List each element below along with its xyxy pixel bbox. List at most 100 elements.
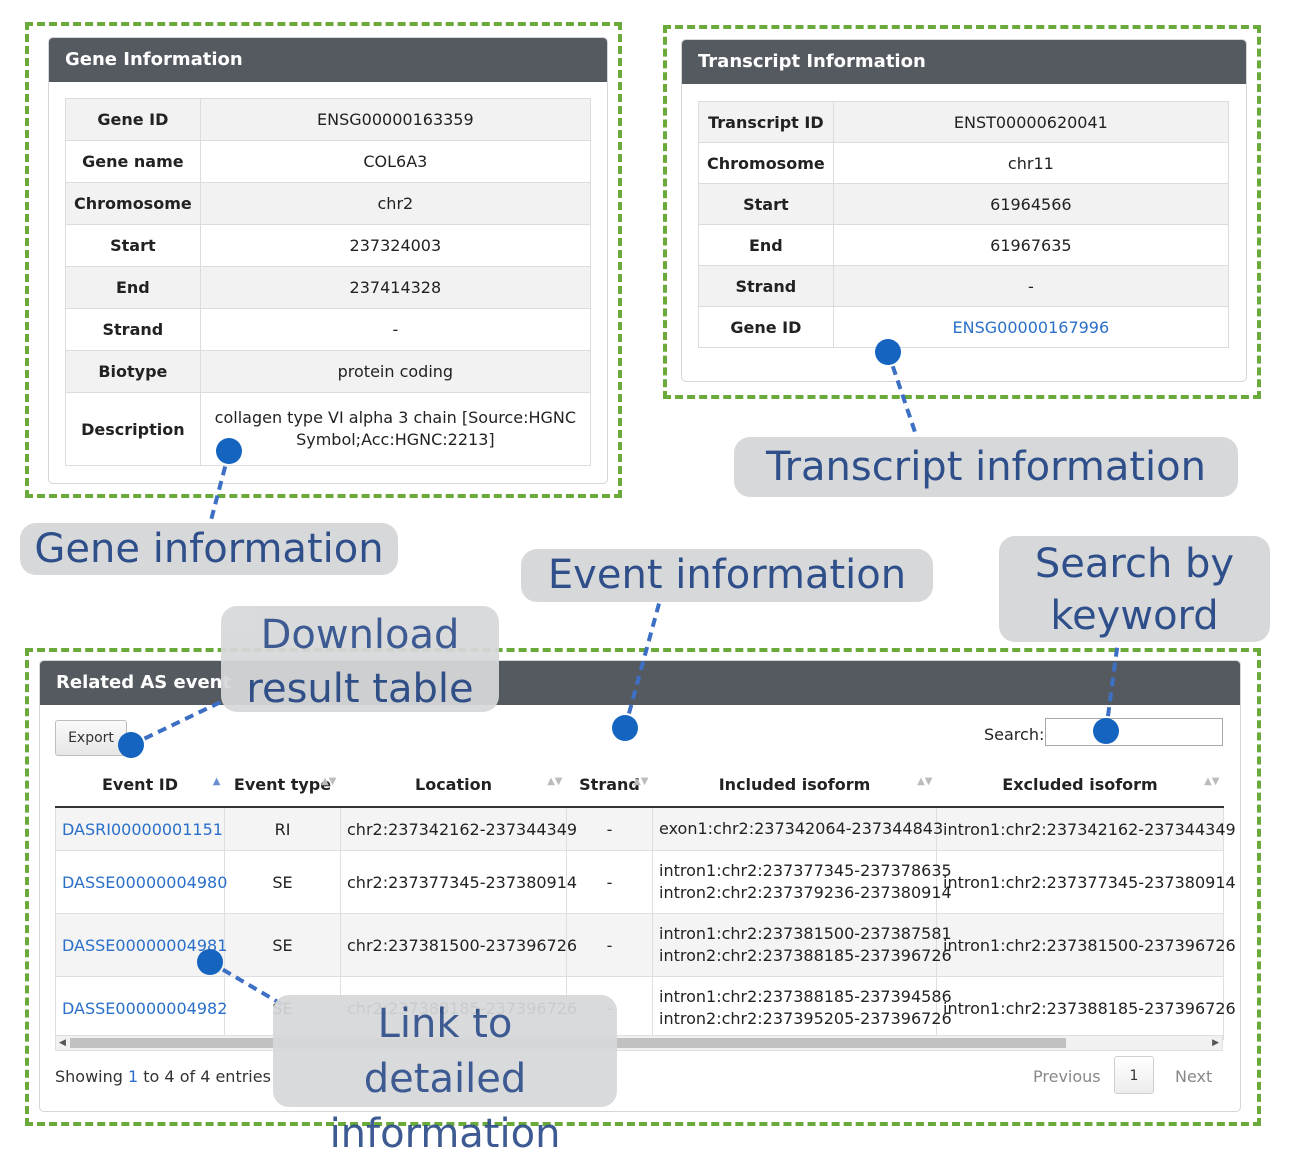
sort-icon: ▲▼ bbox=[917, 776, 933, 787]
transcript-info-value: 61967635 bbox=[832, 224, 1230, 266]
column-header[interactable]: Event type▲▼ bbox=[224, 762, 341, 808]
sort-icon: ▲▼ bbox=[547, 776, 563, 787]
sort-icon: ▲▼ bbox=[321, 776, 337, 787]
transcript-info-value: chr11 bbox=[832, 142, 1230, 184]
event-excluded-isoform-cell: intron1:chr2:237377345-237380914 bbox=[936, 850, 1236, 914]
scroll-right-icon[interactable]: ▶ bbox=[1212, 1038, 1219, 1048]
info-start: 1 bbox=[128, 1067, 139, 1086]
marker-dot-link bbox=[197, 949, 223, 975]
column-header-label: Included isoform bbox=[718, 774, 871, 794]
gene-info-value: - bbox=[199, 308, 592, 351]
callout-transcript-information: Transcript information bbox=[734, 437, 1238, 497]
event-included-isoform-cell: intron1:chr2:237388185-237394586 intron2:… bbox=[652, 976, 952, 1040]
pagination-current-page[interactable]: 1 bbox=[1114, 1056, 1154, 1094]
column-header[interactable]: Location▲▼ bbox=[340, 762, 567, 808]
event-strand-cell: - bbox=[566, 850, 653, 914]
sort-icon: ▲▼ bbox=[633, 776, 649, 787]
transcript-info-title: Transcript Information bbox=[682, 40, 1246, 84]
event-included-isoform-cell: exon1:chr2:237342064-237344843 bbox=[652, 806, 944, 851]
transcript-info-value: ENST00000620041 bbox=[832, 101, 1230, 143]
event-location-cell: chr2:237342162-237344349 bbox=[340, 806, 577, 851]
marker-dot-export bbox=[118, 732, 144, 758]
gene-info-row: Strand- bbox=[65, 308, 592, 351]
included-isoform-line: intron2:chr2:237388185-237396726 bbox=[659, 946, 952, 965]
gene-info-title: Gene Information bbox=[49, 38, 607, 82]
table-info: Showing 1 to 4 of 4 entries bbox=[55, 1067, 271, 1086]
pagination-next[interactable]: Next bbox=[1175, 1067, 1213, 1086]
sort-icon: ▲▼ bbox=[1204, 776, 1220, 787]
gene-info-key: Chromosome bbox=[65, 182, 201, 225]
transcript-info-key: Gene ID bbox=[698, 306, 834, 348]
event-id-cell: DASSE00000004982 bbox=[55, 976, 228, 1040]
column-header[interactable]: Excluded isoform ▲▼ bbox=[936, 762, 1224, 808]
included-isoform-line: intron2:chr2:237395205-237396726 bbox=[659, 1009, 952, 1028]
event-id-link[interactable]: DASRI00000001151 bbox=[62, 819, 223, 839]
event-id-link[interactable]: DASSE00000004981 bbox=[62, 935, 228, 955]
info-prefix: Showing bbox=[55, 1067, 128, 1086]
scroll-left-icon[interactable]: ◀ bbox=[59, 1038, 66, 1048]
callout-link-detailed-information: Link to detailed information bbox=[273, 995, 617, 1157]
marker-dot-gene bbox=[216, 438, 242, 464]
info-suffix: to 4 of 4 entries bbox=[138, 1067, 271, 1086]
marker-dot-transcript bbox=[875, 339, 901, 365]
event-location-cell: chr2:237381500-237396726 bbox=[340, 913, 577, 977]
included-isoform-line: intron1:chr2:237388185-237394586 bbox=[659, 987, 952, 1006]
connector-download bbox=[130, 698, 226, 747]
transcript-group-border bbox=[663, 25, 1261, 399]
event-group-border bbox=[25, 648, 1261, 1126]
event-id-link[interactable]: DASSE00000004980 bbox=[62, 872, 228, 892]
event-id-cell: DASSE00000004980 bbox=[55, 850, 228, 914]
callout-gene-information: Gene information bbox=[20, 523, 398, 575]
column-header[interactable]: Event ID ▲ bbox=[55, 762, 225, 808]
included-isoform-line: intron1:chr2:237377345-237378635 bbox=[659, 861, 952, 880]
sort-icon: ▲ bbox=[212, 776, 221, 787]
transcript-info-key: End bbox=[698, 224, 834, 266]
column-header-label: Strand bbox=[579, 774, 640, 794]
callout-event-information: Event information bbox=[521, 549, 933, 602]
column-header-label: Excluded isoform bbox=[1002, 774, 1158, 794]
column-header[interactable]: Strand▲▼ bbox=[566, 762, 653, 808]
gene-info-value: collagen type VI alpha 3 chain [Source:H… bbox=[199, 392, 592, 466]
transcript-info-key: Start bbox=[698, 183, 834, 225]
marker-dot-search bbox=[1093, 718, 1119, 744]
transcript-gene-id-link[interactable]: ENSG00000167996 bbox=[832, 306, 1230, 348]
included-isoform-line: exon1:chr2:237342064-237344843 bbox=[659, 819, 944, 838]
event-excluded-isoform-cell: intron1:chr2:237388185-237396726 bbox=[936, 976, 1236, 1040]
column-header-label: Event ID bbox=[101, 774, 179, 794]
gene-info-key: End bbox=[65, 266, 201, 309]
marker-dot-event bbox=[612, 715, 638, 741]
event-id-cell: DASRI00000001151 bbox=[55, 806, 225, 851]
column-header[interactable]: Included isoform ▲▼ bbox=[652, 762, 937, 808]
event-included-isoform-cell: intron1:chr2:237381500-237387581 intron2:… bbox=[652, 913, 952, 977]
column-header-label: Event type bbox=[233, 774, 332, 794]
connector-transcript bbox=[886, 351, 919, 439]
transcript-info-value: 61964566 bbox=[832, 183, 1230, 225]
event-strand-cell: - bbox=[566, 913, 653, 977]
gene-info-key: Gene name bbox=[65, 140, 201, 183]
pagination-previous[interactable]: Previous bbox=[1033, 1067, 1101, 1086]
event-type-cell: RI bbox=[224, 806, 341, 851]
gene-info-value: ENSG00000163359 bbox=[199, 98, 592, 141]
connector-event bbox=[623, 599, 662, 729]
export-button[interactable]: Export bbox=[55, 720, 127, 756]
included-isoform-line: intron1:chr2:237381500-237387581 bbox=[659, 924, 952, 943]
gene-info-key: Strand bbox=[65, 308, 201, 351]
search-input[interactable] bbox=[1045, 718, 1223, 746]
callout-download-result-table: Download result table bbox=[221, 606, 499, 712]
event-id-link[interactable]: DASSE00000004982 bbox=[62, 998, 228, 1018]
gene-info-key: Description bbox=[65, 392, 201, 466]
connector-gene bbox=[208, 451, 231, 525]
gene-info-value: COL6A3 bbox=[199, 140, 592, 183]
